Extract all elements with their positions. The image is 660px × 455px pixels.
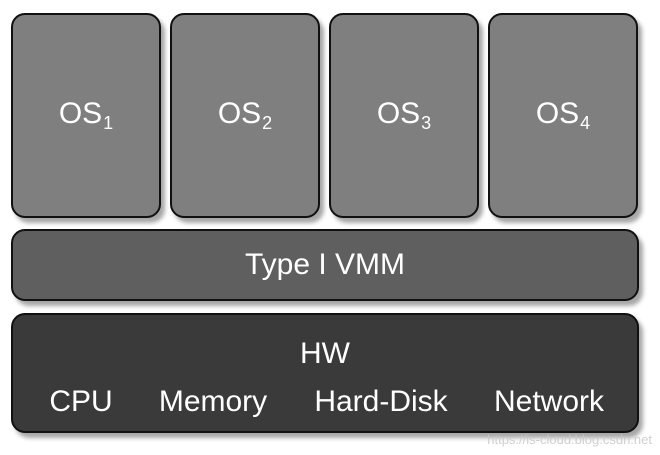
hw-item-cpu: CPU [49,385,113,418]
hw-item-memory: Memory [158,385,268,418]
hw-item-network: Network [493,385,605,418]
os-box-2: OS2 [170,13,320,218]
watermark: https://is-cloud.blog.csdn.net [487,432,652,447]
os-label-3: OS3 [376,97,432,133]
os-label-1: OS1 [58,97,114,133]
hw-title: HW [300,337,350,370]
os-box-4: OS4 [488,13,638,218]
os-label-2: OS2 [217,97,273,133]
vmm-layer: Type I VMM [11,229,639,301]
hw-layer: HW CPU Memory Hard-Disk Network [11,313,639,433]
vmm-label: Type I VMM [244,248,406,281]
os-label-4: OS4 [535,97,591,133]
os-box-3: OS3 [329,13,479,218]
os-box-1: OS1 [11,13,161,218]
hw-item-hard-disk: Hard-Disk [314,385,448,418]
